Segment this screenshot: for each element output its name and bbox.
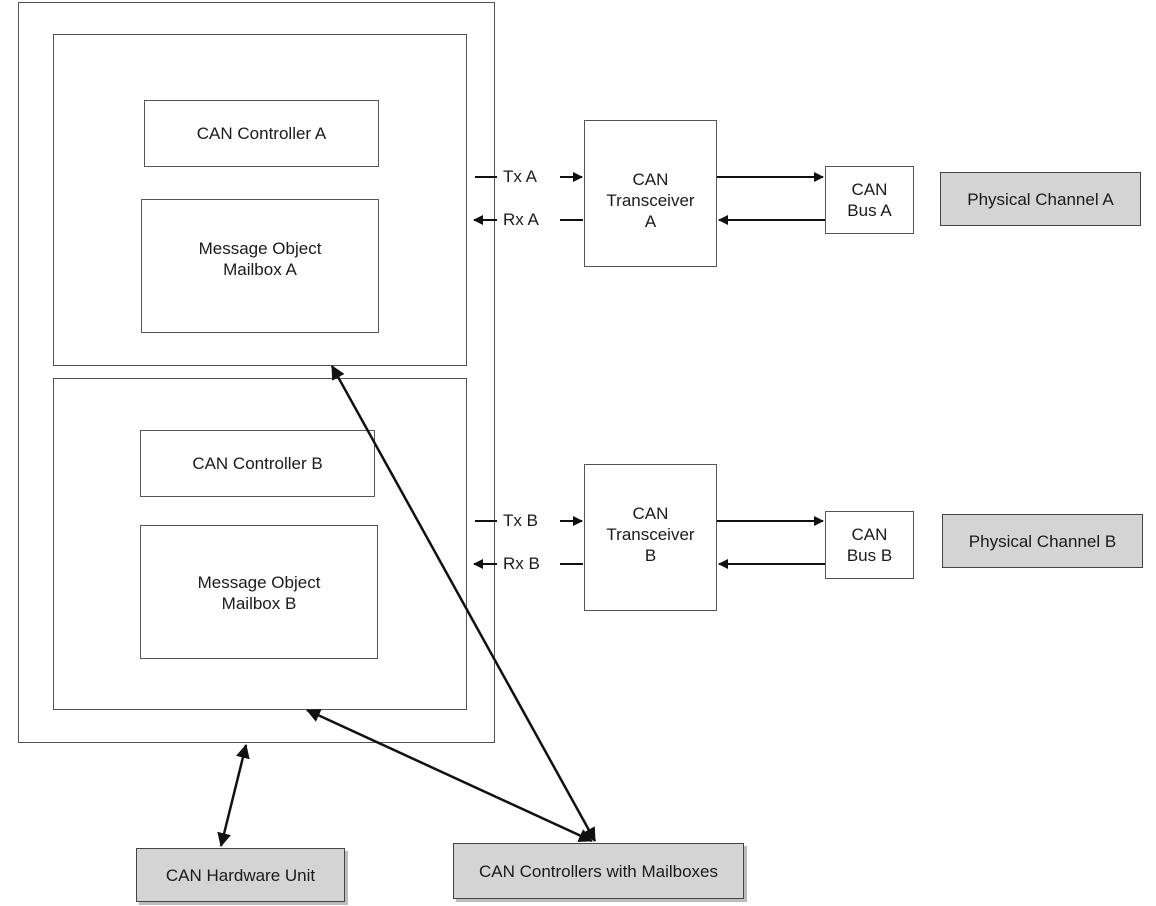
tx-a-label: Tx A [501,167,540,187]
legend-can-hardware-unit: CAN Hardware Unit [136,848,345,902]
mailboxes-pointer-a [330,365,597,842]
can-transceiver-b: CAN Transceiver B [584,464,717,611]
legend-can-controllers-with-mailboxes: CAN Controllers with Mailboxes [453,843,744,899]
can-bus-a: CAN Bus A [825,166,914,234]
hardware-unit-pointer [217,744,250,847]
mailboxes-pointer-b [306,708,593,843]
tx-b-label: Tx B [501,511,540,531]
can-bus-b: CAN Bus B [825,511,914,579]
mailbox-a: Message Object Mailbox A [141,199,379,333]
rx-b-label: Rx B [501,554,542,574]
can-controller-a: CAN Controller A [144,100,379,167]
can-transceiver-a: CAN Transceiver A [584,120,717,267]
rx-a-label: Rx A [501,210,541,230]
physical-channel-a: Physical Channel A [940,172,1141,226]
physical-channel-b: Physical Channel B [942,514,1143,568]
